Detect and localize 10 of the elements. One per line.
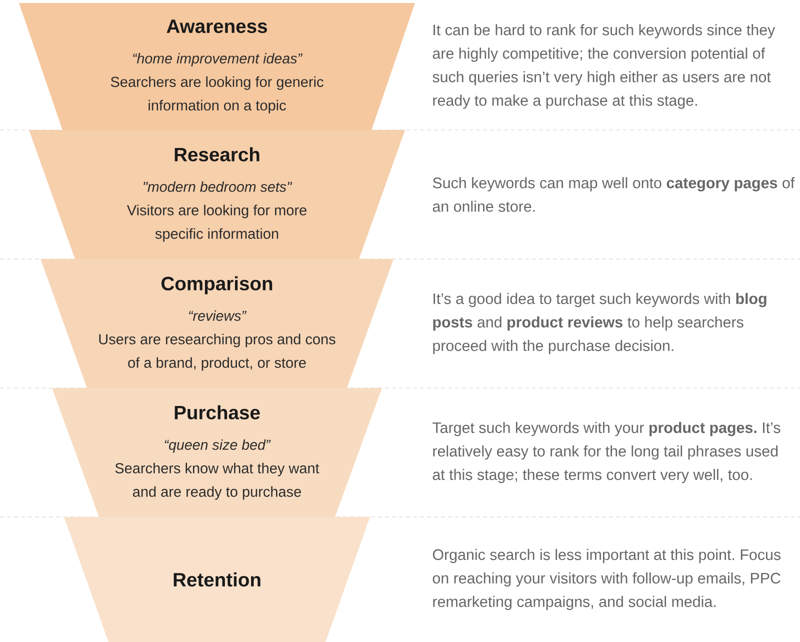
funnel-stage: Purchase “queen size bed” Searchers know what they want and are ready to purchase	[52, 388, 382, 517]
funnel-stage: Awareness “home improvement ideas” Searchers are looking for generic information on a topic	[19, 3, 415, 130]
description-text: It’s a good idea to target such keywords with blog posts and product reviews to help searchers proceed with the purchase decision.	[433, 292, 766, 354]
funnel-stage: Research "modern bedroom sets" Visitors are looking for more specific information	[29, 130, 405, 259]
description-text: It can be hard to rank for such keywords since they are highly competitive; the conversion potential of such queries isn’t very high either as users are not ready to make a purchase at this stage.	[432, 24, 776, 109]
description-text: Target such keywords with your product pages. It’s relatively easy to rank for the long tail phrases used at this stage; these terms convert very well, too.	[432, 422, 780, 484]
description-text: Such keywords can map well onto category pages of an online store.	[432, 177, 795, 212]
funnel-stage: Retention	[64, 517, 370, 642]
funnel-stage: Comparison “reviews” Users are researching pros and cons of a brand, product, or store	[40, 259, 394, 388]
description-text: Organic search is less important at this point. Focus on reaching your visitors with follow-up emails, PPC remarketing campaigns, and social media.	[432, 548, 780, 610]
